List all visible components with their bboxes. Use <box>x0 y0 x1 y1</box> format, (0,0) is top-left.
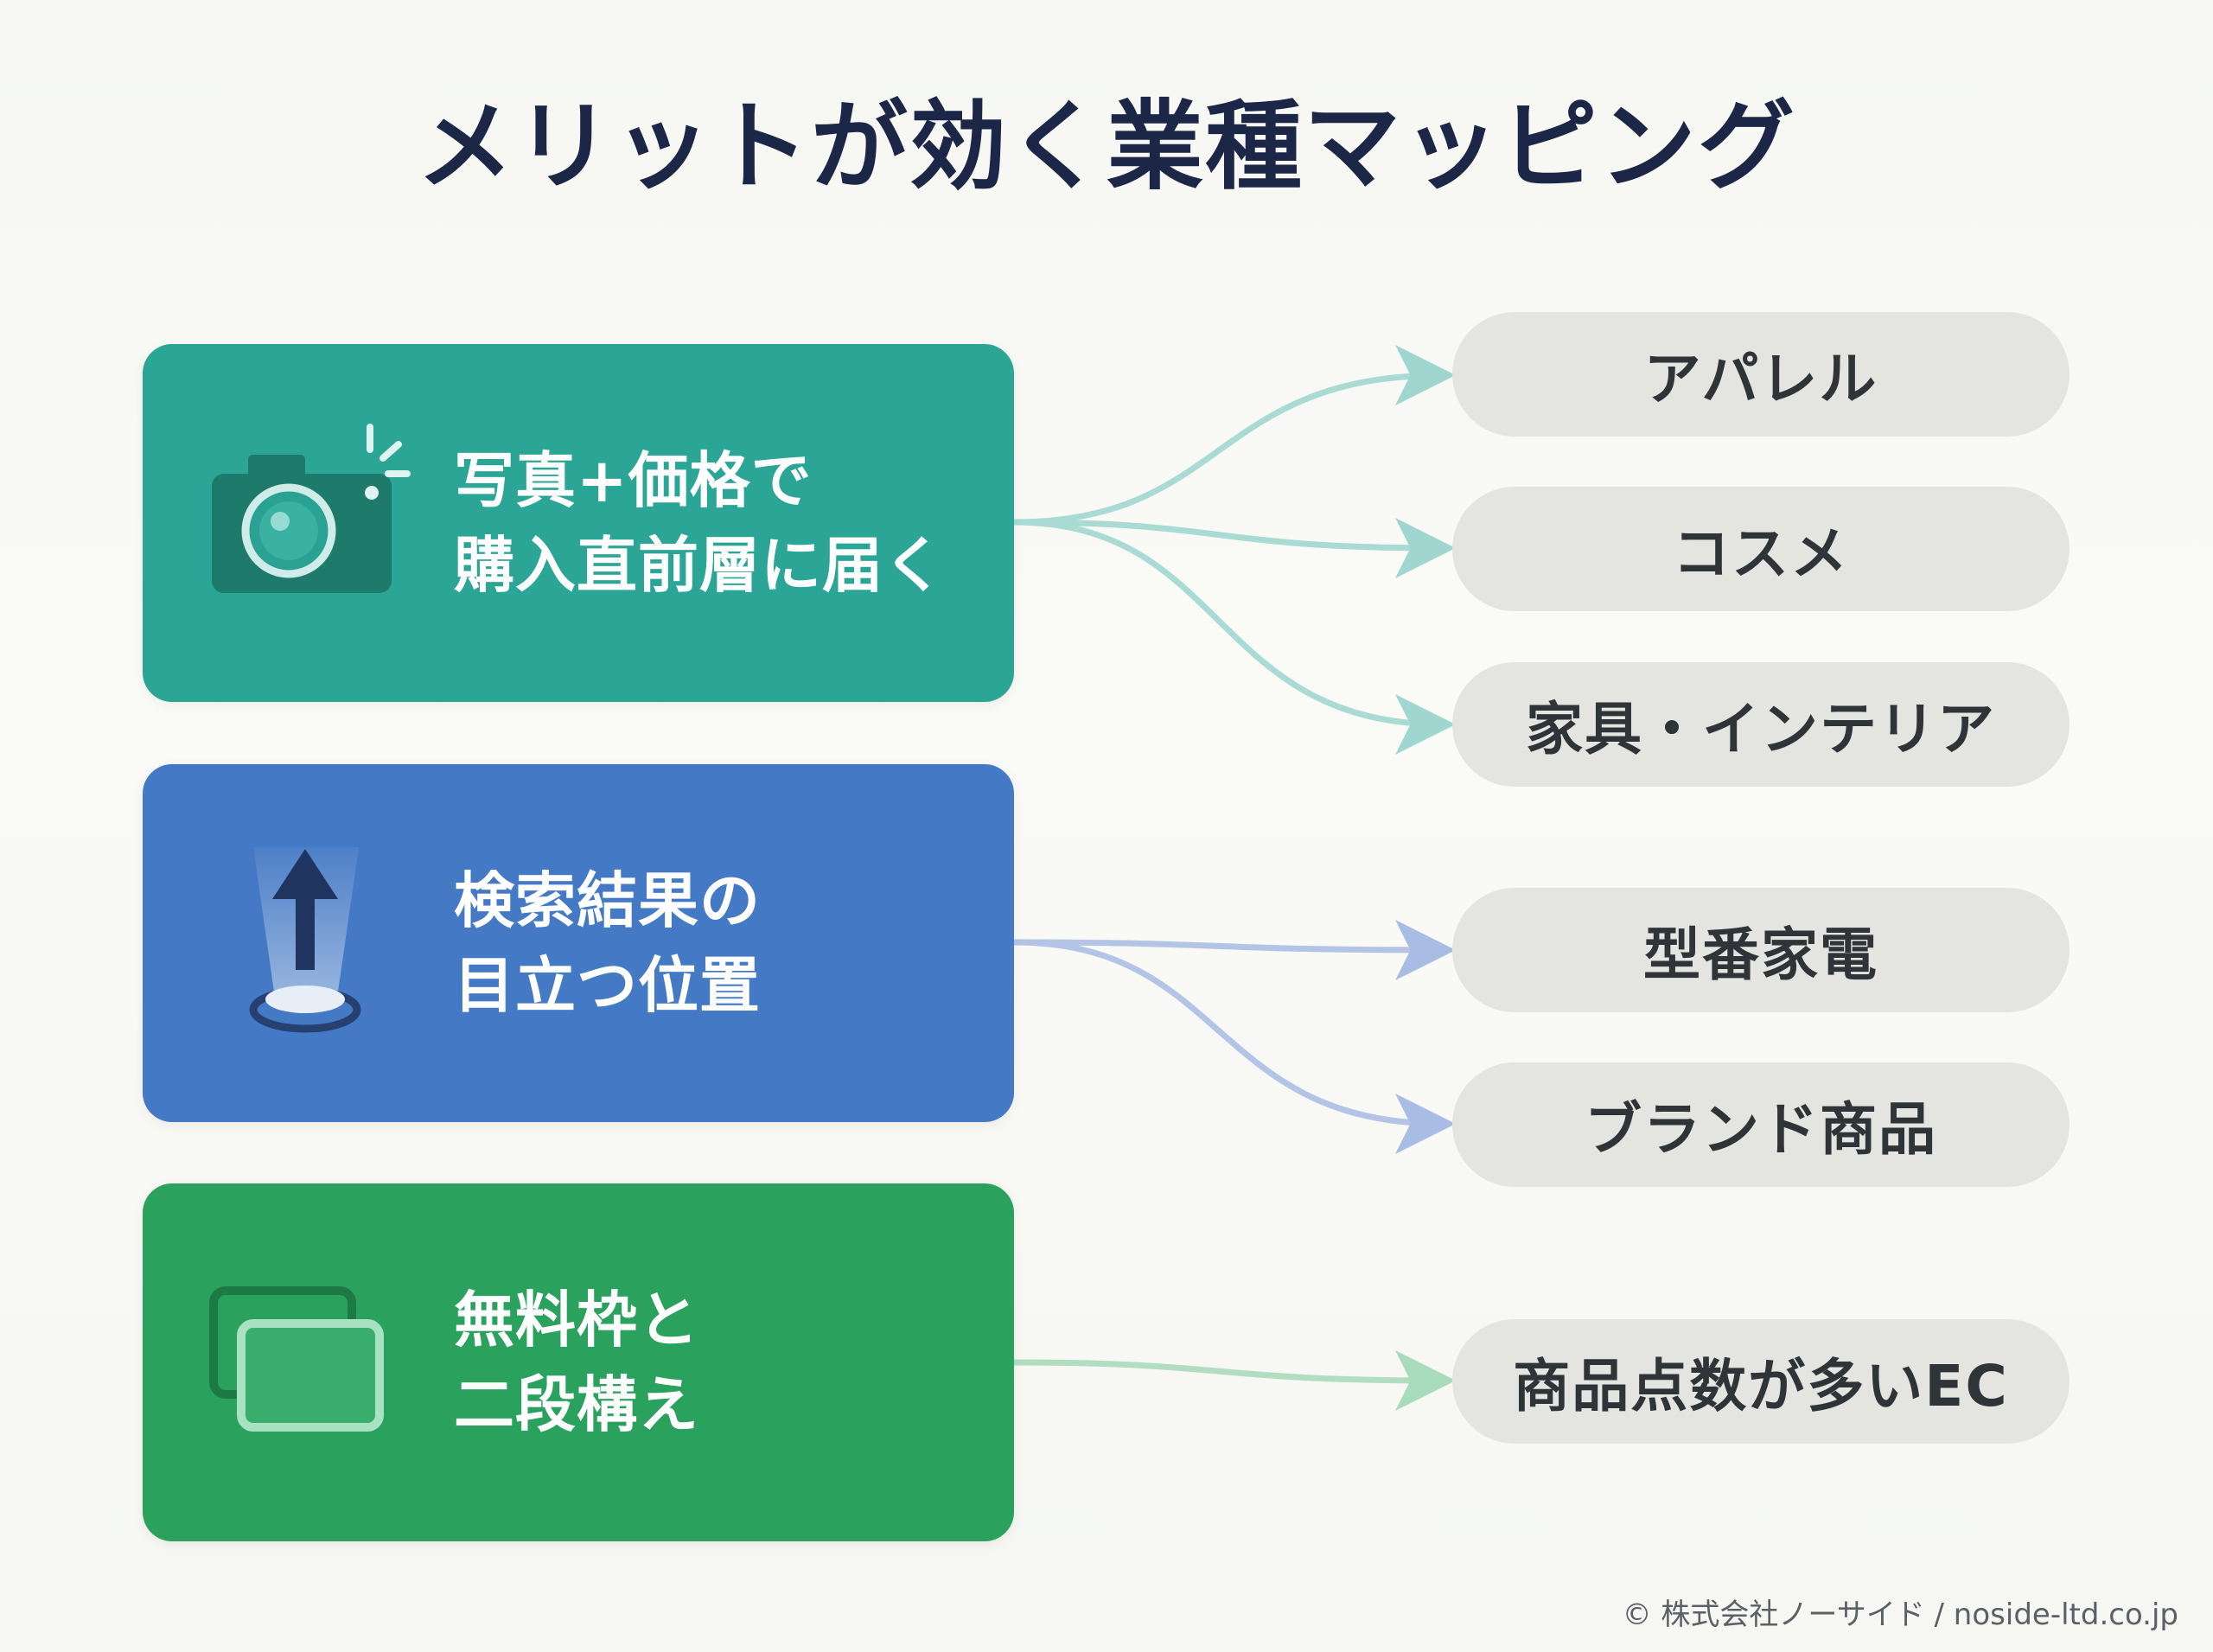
benefit-card-photo-price: 写真+価格で 購入直前層に届く <box>143 344 1014 702</box>
industry-pill-appliances: 型番家電 <box>1452 888 2070 1012</box>
layered-windows-icon <box>203 1183 411 1541</box>
connector-furniture <box>1013 519 1456 755</box>
connector-appliances <box>1013 919 1456 980</box>
connector-brand <box>1013 939 1456 1154</box>
industry-pill-cosme: コスメ <box>1452 487 2070 611</box>
connector-apparel <box>1013 345 1456 526</box>
industry-pill-apparel: アパレル <box>1452 312 2070 437</box>
connector-ec <box>1013 1349 1456 1411</box>
benefit-label: 無料枠と 二段構え <box>454 1285 699 1440</box>
benefit-label: 写真+価格で 購入直前層に届く <box>454 445 945 601</box>
industry-pill-brand: ブランド商品 <box>1452 1062 2070 1187</box>
benefit-card-search-position: 検索結果の 目立つ位置 <box>143 764 1014 1122</box>
connector-cosme <box>1013 517 1456 578</box>
industry-pill-furniture: 家具・インテリア <box>1452 662 2070 787</box>
benefit-label: 検索結果の 目立つ位置 <box>454 865 761 1021</box>
benefit-card-free-tier: 無料枠と 二段構え <box>143 1183 1014 1541</box>
page-title: メリットが効く業種マッピング <box>417 91 1796 203</box>
industry-pill-ec: 商品点数が多いEC <box>1452 1319 2070 1444</box>
copyright-footer: © 株式会社ノーサイド / noside-ltd.co.jp <box>1622 1598 2178 1632</box>
spotlight-arrow-icon <box>203 764 411 1122</box>
camera-icon <box>203 344 411 702</box>
